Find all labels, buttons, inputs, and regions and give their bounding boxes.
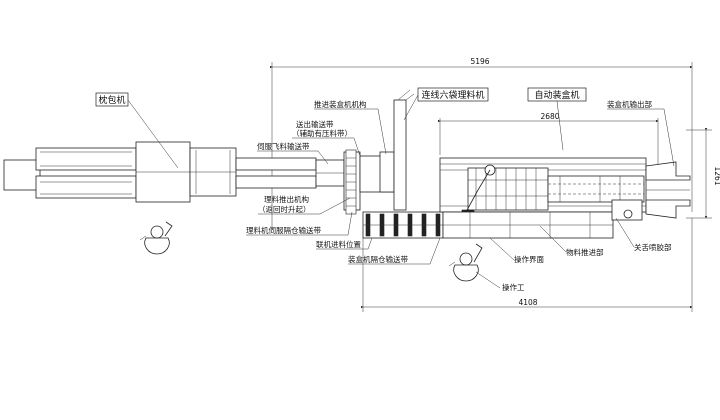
svg-text:联机进料位置: 联机进料位置 bbox=[316, 239, 361, 249]
label-flap-glue-section: 关舌喷胶部 bbox=[615, 217, 672, 252]
dim-overall-length: 5196 bbox=[470, 57, 489, 66]
svg-text:连线六袋理料机: 连线六袋理料机 bbox=[421, 89, 484, 101]
operator-figure-left bbox=[139, 221, 173, 255]
svg-text:装盒机隔仓输送带: 装盒机隔仓输送带 bbox=[348, 254, 408, 264]
auto-cartoner-machine bbox=[439, 157, 691, 239]
svg-text:操作工: 操作工 bbox=[502, 282, 525, 292]
svg-text:送出输送带: 送出输送带 bbox=[296, 119, 334, 129]
dim-cartoner-length: 2680 bbox=[540, 112, 559, 121]
pillow-packer-machine bbox=[3, 141, 317, 203]
svg-text:操作界面: 操作界面 bbox=[514, 254, 544, 264]
label-material-pushout: 理料推出机构 （返回时升起） bbox=[258, 194, 351, 215]
svg-text:（返回时升起）: （返回时升起） bbox=[258, 204, 311, 214]
label-out-conveyor: 送出输送带 （辅助有压料带） bbox=[292, 119, 361, 157]
svg-text:枕包机: 枕包机 bbox=[98, 94, 125, 106]
label-servo-belt: 伺服飞料输送带 bbox=[257, 141, 329, 165]
label-auto-cartoner: 自动装盒机 bbox=[527, 87, 587, 151]
label-pillow-packer: 枕包机 bbox=[95, 92, 179, 169]
label-cartoner-output: 装盒机输出部 bbox=[607, 99, 675, 167]
operator-figure-right bbox=[448, 243, 483, 282]
label-material-push-section: 物料推进部 bbox=[539, 225, 604, 257]
label-operator: 操作工 bbox=[475, 271, 525, 292]
svg-text:装盒机输出部: 装盒机输出部 bbox=[607, 99, 652, 109]
svg-text:理料机伺服隔仓输送带: 理料机伺服隔仓输送带 bbox=[246, 225, 321, 235]
svg-text:自动装盒机: 自动装盒机 bbox=[534, 89, 579, 101]
svg-text:物料推进部: 物料推进部 bbox=[566, 247, 604, 257]
dim-bottom-length: 4108 bbox=[518, 298, 537, 307]
dimension-height: 1261 bbox=[686, 127, 720, 219]
dimension-overall: 5196 bbox=[269, 57, 693, 230]
svg-text:理料推出机构: 理料推出机构 bbox=[264, 194, 309, 204]
svg-text:伺服飞料输送带: 伺服飞料输送带 bbox=[257, 141, 310, 151]
dim-height: 1261 bbox=[713, 166, 720, 185]
label-push-in-mechanism: 推进装盒机机构 bbox=[314, 99, 387, 155]
svg-text:关舌喷胶部: 关舌喷胶部 bbox=[634, 242, 672, 252]
svg-text:推进装盒机机构: 推进装盒机机构 bbox=[314, 99, 367, 109]
label-operation-interface: 操作界面 bbox=[489, 237, 544, 264]
label-six-bag-sorter: 连线六袋理料机 bbox=[403, 87, 489, 121]
six-bag-sorter-machine bbox=[343, 89, 444, 239]
dimension-bottom: 4108 bbox=[360, 218, 693, 312]
label-servo-compartment-belt: 理料机伺服隔仓输送带 bbox=[246, 211, 353, 236]
svg-text:（辅助有压料带）: （辅助有压料带） bbox=[292, 128, 352, 138]
label-cartoner-compartment-belt: 装盒机隔仓输送带 bbox=[348, 237, 441, 265]
label-interlock-position: 联机进料位置 bbox=[316, 237, 373, 250]
servo-feed-belt bbox=[315, 159, 345, 187]
dimension-cartoner: 2680 bbox=[437, 112, 659, 165]
